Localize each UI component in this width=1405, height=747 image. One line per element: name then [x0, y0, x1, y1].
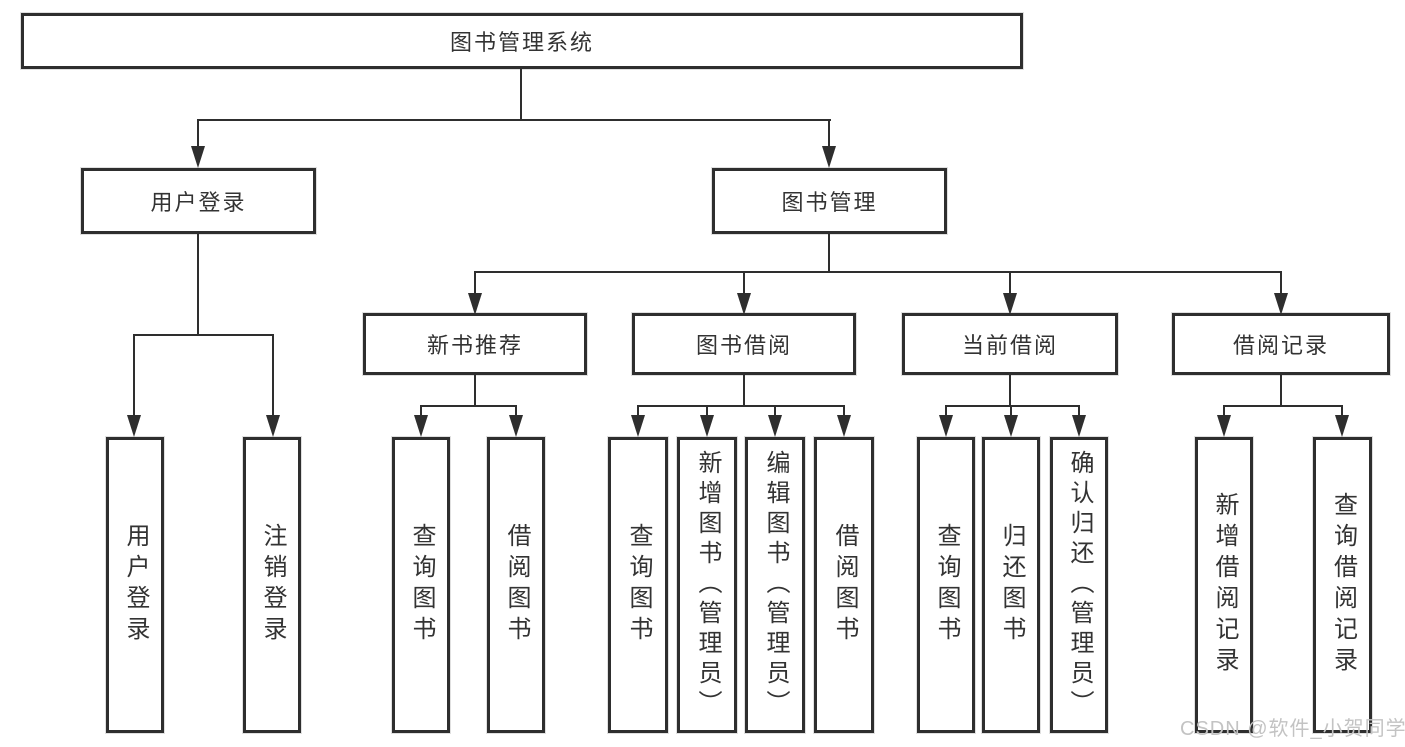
node-query-borrow-record: 查询借阅记录 [1313, 437, 1372, 733]
connector-shaft [420, 405, 422, 419]
connector-stub [474, 375, 476, 407]
node-add-borrow-record-label: 新增借阅记录 [1211, 492, 1238, 678]
node-edit-book-admin: 编辑图书（管理员） [745, 437, 805, 733]
connector-shaft [945, 405, 947, 419]
arrowhead-down-icon [700, 415, 714, 437]
node-current-borrow-label: 当前借阅 [961, 333, 1058, 358]
node-new-book-recommend-label: 新书推荐 [426, 333, 523, 358]
node-borrow-records: 借阅记录 [1172, 313, 1390, 375]
connector-stub [1009, 375, 1011, 407]
node-return-book: 归还图书 [982, 437, 1040, 733]
arrowhead-down-icon [1003, 293, 1017, 315]
arrowhead-down-icon [1072, 415, 1086, 437]
connector-shaft [743, 271, 745, 297]
node-query-books-current-label: 查询图书 [933, 523, 960, 647]
connector-rail-level2 [197, 119, 831, 121]
connector-shaft [843, 405, 845, 419]
node-logout-label: 注销登录 [259, 523, 286, 647]
node-borrow-books: 借阅图书 [814, 437, 874, 733]
node-query-books-borrow: 查询图书 [608, 437, 668, 733]
arrowhead-down-icon [631, 415, 645, 437]
connector-shaft [637, 405, 639, 419]
node-user-login-action-label: 用户登录 [122, 523, 149, 647]
connector-shaft [474, 271, 476, 297]
node-add-borrow-record: 新增借阅记录 [1195, 437, 1253, 733]
arrowhead-down-icon [1274, 293, 1288, 315]
node-borrow-books-recommend-label: 借阅图书 [503, 523, 530, 647]
connector-rail-group3 [945, 405, 1080, 407]
arrowhead-down-icon [939, 415, 953, 437]
connector-stub [1280, 375, 1282, 407]
node-logout: 注销登录 [243, 437, 301, 733]
node-query-borrow-record-label: 查询借阅记录 [1329, 492, 1357, 678]
node-book-borrow-label: 图书借阅 [695, 333, 792, 358]
node-query-books-recommend: 查询图书 [392, 437, 450, 733]
arrowhead-down-icon [737, 293, 751, 315]
arrowhead-down-icon [1004, 415, 1018, 437]
node-add-book-admin-label: 新增图书（管理员） [694, 450, 721, 720]
node-book-borrow: 图书借阅 [632, 313, 856, 375]
connector-rail-user-login [133, 334, 274, 336]
csdn-watermark: CSDN @软件_小贺同学 [1180, 718, 1405, 740]
arrowhead-down-icon [468, 293, 482, 315]
connector-rail-group2 [637, 405, 845, 407]
connector-shaft [1223, 405, 1225, 419]
arrowhead-down-icon [509, 415, 523, 437]
node-return-book-label: 归还图书 [998, 523, 1025, 647]
node-current-borrow: 当前借阅 [902, 313, 1118, 375]
node-query-books-borrow-label: 查询图书 [625, 523, 652, 647]
connector-shaft [1280, 271, 1282, 297]
node-root-label: 图书管理系统 [449, 30, 594, 55]
connector-rail-group1 [420, 405, 517, 407]
node-confirm-return-admin: 确认归还（管理员） [1050, 437, 1108, 733]
connector-shaft [774, 405, 776, 419]
connector-shaft-user-login [197, 119, 199, 149]
node-edit-book-admin-label: 编辑图书（管理员） [762, 450, 789, 720]
node-user-login-label: 用户登录 [150, 190, 247, 215]
connector-root-stub [520, 69, 522, 121]
node-user-login-action: 用户登录 [106, 437, 164, 733]
node-query-books-current: 查询图书 [917, 437, 975, 733]
connector-shaft [706, 405, 708, 419]
node-root: 图书管理系统 [21, 13, 1023, 69]
connector-shaft [1010, 405, 1012, 419]
connector-shaft [1078, 405, 1080, 419]
node-user-login: 用户登录 [81, 168, 316, 234]
connector-shaft [515, 405, 517, 419]
arrowhead-down-icon [414, 415, 428, 437]
connector-shaft [1009, 271, 1011, 297]
node-add-book-admin: 新增图书（管理员） [677, 437, 737, 733]
connector-book-mgmt-stub [828, 234, 830, 273]
connector-shaft [133, 334, 135, 418]
node-borrow-records-label: 借阅记录 [1232, 333, 1329, 358]
arrowhead-down-icon [127, 415, 141, 437]
connector-stub [743, 375, 745, 407]
arrowhead-down-icon [822, 146, 836, 168]
arrowhead-down-icon [1217, 415, 1231, 437]
connector-shaft [272, 334, 274, 418]
arrowhead-down-icon [191, 146, 205, 168]
connector-rail-group4 [1223, 405, 1343, 407]
node-query-books-recommend-label: 查询图书 [408, 523, 435, 647]
node-book-management: 图书管理 [712, 168, 947, 234]
arrowhead-down-icon [837, 415, 851, 437]
node-borrow-books-recommend: 借阅图书 [487, 437, 545, 733]
arrowhead-down-icon [1335, 415, 1349, 437]
connector-shaft-book-mgmt [828, 119, 830, 149]
node-confirm-return-admin-label: 确认归还（管理员） [1066, 450, 1093, 720]
connector-shaft [1341, 405, 1343, 419]
arrowhead-down-icon [768, 415, 782, 437]
arrowhead-down-icon [266, 415, 280, 437]
connector-user-login-stub [197, 234, 199, 336]
node-borrow-books-label: 借阅图书 [831, 523, 858, 647]
node-new-book-recommend: 新书推荐 [363, 313, 587, 375]
connector-rail-level3 [474, 271, 1282, 273]
node-book-management-label: 图书管理 [781, 190, 878, 215]
